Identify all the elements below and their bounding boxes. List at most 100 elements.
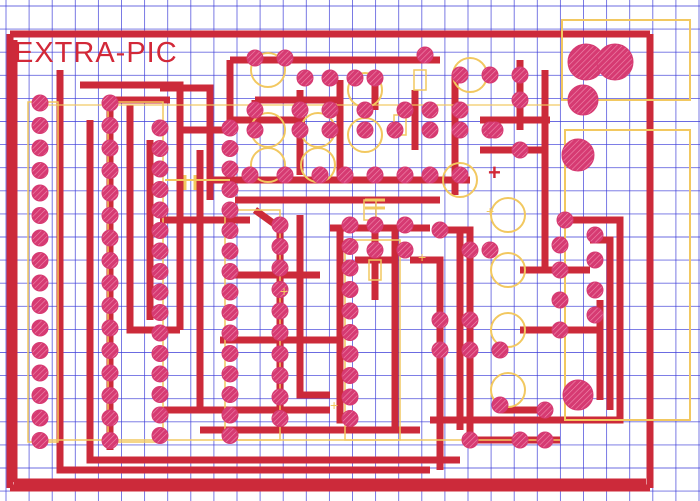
- solder-pad: [246, 101, 264, 119]
- solder-pad: [151, 242, 169, 260]
- polarity-label: +: [280, 283, 288, 299]
- solder-pad: [246, 121, 264, 139]
- solder-pad: [596, 43, 634, 81]
- solder-pad: [431, 311, 449, 329]
- solder-pad: [341, 388, 359, 406]
- solder-pad: [511, 91, 529, 109]
- solder-pad: [31, 139, 49, 157]
- solder-pad: [101, 387, 119, 404]
- solder-pad: [271, 216, 289, 234]
- solder-pad: [396, 101, 414, 119]
- solder-pad: [101, 409, 119, 427]
- solder-pad: [461, 311, 479, 329]
- solder-pad: [321, 101, 339, 119]
- solder-pad: [551, 236, 569, 254]
- solder-pad: [151, 304, 169, 321]
- solder-pad: [421, 101, 439, 119]
- solder-pad: [101, 139, 119, 157]
- solder-pad: [101, 117, 119, 134]
- solder-pad: [341, 216, 359, 234]
- solder-pad: [551, 321, 569, 339]
- component-outline: [490, 197, 526, 233]
- component-outline: [442, 162, 478, 198]
- solder-pad: [31, 342, 49, 359]
- solder-pad: [491, 396, 509, 414]
- solder-pad: [536, 401, 554, 419]
- solder-pad: [451, 121, 469, 139]
- solder-pad: [511, 431, 529, 449]
- solder-pad: [101, 252, 119, 269]
- solder-pad: [221, 304, 239, 321]
- solder-pad: [151, 119, 169, 137]
- solder-pad: [221, 365, 239, 383]
- solder-pad: [101, 229, 119, 247]
- solder-pad: [481, 66, 499, 84]
- polarity-label: +: [418, 249, 426, 265]
- solder-pad: [221, 406, 239, 424]
- solder-pad: [561, 138, 595, 172]
- solder-pad: [586, 281, 604, 299]
- solder-pad: [31, 252, 49, 269]
- solder-pad: [31, 364, 49, 382]
- solder-pad: [101, 297, 119, 314]
- solder-pad: [271, 302, 289, 320]
- solder-pad: [321, 69, 339, 87]
- polarity-label: +: [330, 397, 338, 413]
- solder-pad: [341, 302, 359, 320]
- solder-pad: [151, 365, 169, 383]
- solder-pad: [366, 216, 384, 234]
- solder-pad: [396, 216, 414, 234]
- solder-pad: [416, 46, 434, 64]
- component-outline: [250, 52, 286, 88]
- solder-pad: [101, 207, 119, 224]
- solder-pad: [586, 251, 604, 269]
- board-title: EXTRA-PIC: [14, 37, 178, 69]
- solder-pad: [396, 166, 414, 184]
- solder-pad: [491, 341, 509, 359]
- solder-pad: [536, 431, 554, 449]
- polarity-label: +: [488, 160, 501, 185]
- solder-pad: [221, 201, 239, 219]
- solder-pad: [101, 342, 119, 359]
- solder-pad: [101, 319, 119, 337]
- solder-pad: [151, 324, 169, 342]
- solder-pad: [151, 222, 169, 239]
- solder-pad: [366, 241, 384, 259]
- solder-pad: [221, 263, 239, 280]
- solder-pad: [221, 181, 239, 198]
- solder-pad: [271, 281, 289, 298]
- solder-pad: [101, 274, 119, 292]
- solder-pad: [221, 160, 239, 178]
- component-outline: [490, 252, 526, 288]
- solder-pad: [311, 166, 329, 184]
- solder-pad: [151, 140, 169, 157]
- solder-pad: [341, 410, 359, 427]
- copper-trace: [410, 256, 444, 470]
- solder-pad: [461, 431, 479, 449]
- solder-pad: [346, 69, 364, 87]
- solder-pad: [31, 207, 49, 224]
- solder-pad: [356, 121, 374, 139]
- solder-pad: [221, 140, 239, 157]
- solder-pad: [271, 345, 289, 363]
- solder-pad: [291, 121, 309, 139]
- solder-pad: [421, 166, 439, 184]
- solder-pad: [321, 121, 339, 139]
- solder-pad: [31, 319, 49, 337]
- solder-pad: [151, 386, 169, 403]
- solder-pad: [366, 166, 384, 184]
- solder-pad: [551, 291, 569, 309]
- solder-pad: [241, 166, 259, 184]
- solder-pad: [271, 238, 289, 255]
- solder-pad: [271, 324, 289, 341]
- solder-pad: [276, 166, 294, 184]
- solder-pad: [341, 324, 359, 341]
- solder-pads: [31, 43, 634, 449]
- solder-pad: [451, 166, 469, 184]
- solder-pad: [556, 211, 574, 229]
- solder-pad: [341, 238, 359, 255]
- solder-pad: [31, 229, 49, 247]
- solder-pad: [271, 388, 289, 406]
- solder-pad: [221, 345, 239, 362]
- solder-pad: [31, 297, 49, 314]
